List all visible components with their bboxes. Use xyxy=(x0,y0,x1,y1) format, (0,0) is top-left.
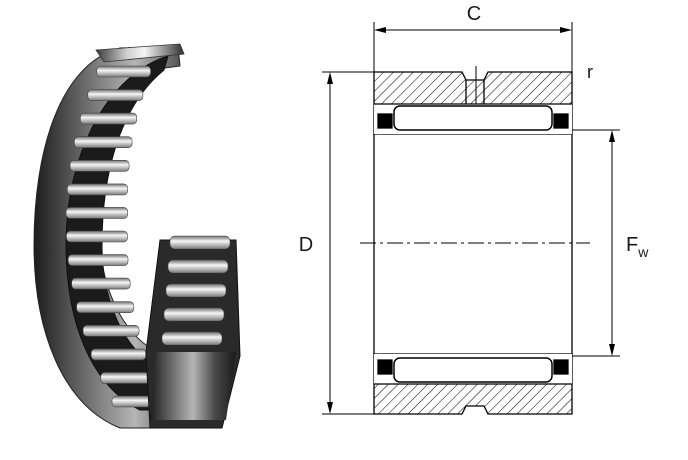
shell-top-rim xyxy=(95,43,185,63)
needle-roller xyxy=(66,230,128,243)
needle-roller xyxy=(65,207,128,219)
cage-left-top xyxy=(377,113,393,129)
needle-roller xyxy=(69,160,130,172)
bearing-photo xyxy=(33,43,241,429)
needle-roller xyxy=(87,89,144,101)
label-fw-subscript: w xyxy=(637,244,649,260)
cage-left-bottom xyxy=(377,359,393,375)
label-d: D xyxy=(299,234,313,256)
label-c: C xyxy=(467,3,481,25)
needle-roller xyxy=(163,307,225,322)
needle-roller xyxy=(80,112,138,125)
needle-roller xyxy=(90,348,147,361)
needle-roller xyxy=(67,183,128,196)
label-r: r xyxy=(587,62,593,82)
needle-roller xyxy=(96,65,151,78)
label-fw-main: F xyxy=(626,234,638,256)
needle-rollers-right xyxy=(161,235,231,346)
needle-roller xyxy=(169,235,231,250)
cage-right-bottom xyxy=(553,359,569,375)
label-fw: Fw xyxy=(626,234,649,260)
needle-roller xyxy=(167,259,229,274)
needle-roller xyxy=(82,324,140,337)
needle-roller xyxy=(76,301,135,314)
needle-roller xyxy=(74,136,133,148)
bearing-cross-section-drawing xyxy=(322,22,620,415)
needle-roller xyxy=(71,277,131,290)
needle-roller xyxy=(100,372,155,384)
needle-roller xyxy=(67,254,129,266)
cage-right-top xyxy=(553,113,569,129)
needle-roller xyxy=(165,283,227,298)
needle-roller-bottom xyxy=(393,357,553,383)
needle-roller xyxy=(161,331,223,346)
needle-roller-top xyxy=(393,105,553,131)
cut-section-face xyxy=(150,352,236,420)
